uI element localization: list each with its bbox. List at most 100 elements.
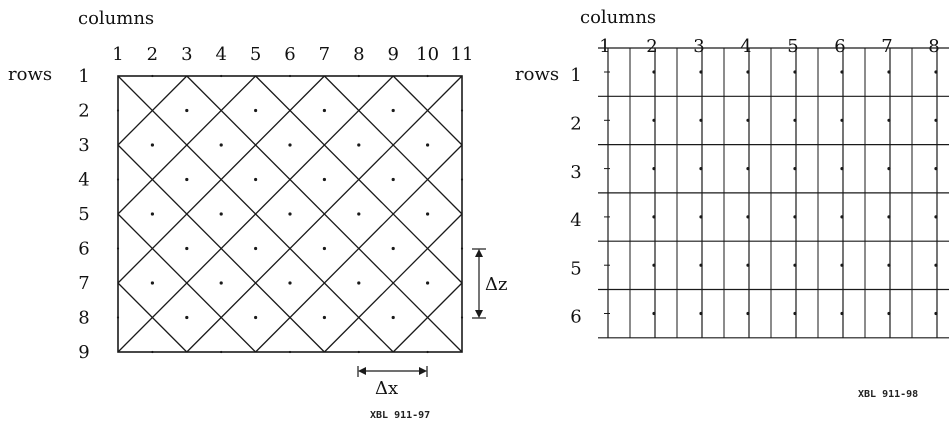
dz-arrow-up-icon	[475, 249, 483, 257]
cell-center-dot	[887, 263, 891, 267]
cell-center-dot	[151, 350, 154, 354]
left-row-label: 3	[78, 135, 89, 156]
cell-center-dot	[699, 118, 703, 122]
cell-center-dot	[322, 177, 326, 182]
cell-center-dot	[288, 350, 292, 354]
right-column-label: 3	[693, 36, 704, 57]
cell-center-dot	[116, 247, 120, 250]
left-cell-center-dots	[116, 74, 464, 354]
cell-center-dot	[254, 315, 258, 320]
right-row-label: 1	[570, 65, 581, 86]
cell-center-dot	[185, 246, 189, 251]
cell-center-dot	[793, 167, 797, 171]
right-row-label: 6	[570, 307, 581, 328]
cell-center-dot	[652, 263, 656, 267]
dx-label: Δx	[375, 378, 398, 399]
cell-center-dot	[254, 246, 258, 251]
cell-center-dot	[322, 315, 326, 320]
cell-center-dot	[150, 281, 154, 285]
cell-center-dot	[357, 212, 361, 216]
right-rectangular-grid-lines	[598, 47, 949, 339]
right-column-label: 2	[646, 36, 657, 57]
cell-center-dot	[391, 108, 395, 113]
cell-center-dot	[793, 215, 797, 219]
cell-center-dot	[426, 74, 429, 78]
cell-center-dot	[185, 108, 189, 113]
left-figure-code: XBL 911-97	[370, 410, 430, 421]
left-row-label: 8	[78, 308, 89, 329]
cell-center-dot	[699, 70, 703, 74]
cell-center-dot	[746, 167, 750, 171]
left-row-label: 4	[78, 170, 89, 191]
cell-center-dot	[746, 215, 750, 219]
cell-center-dot	[460, 247, 464, 250]
left-column-label: 6	[284, 44, 295, 65]
cell-center-dot	[185, 177, 189, 182]
left-column-label: 9	[387, 44, 398, 65]
cell-center-dot	[840, 215, 844, 219]
cell-center-dot	[840, 167, 844, 171]
cell-center-dot	[746, 263, 750, 267]
right-column-label: 4	[740, 36, 751, 57]
left-column-label: 7	[319, 44, 330, 65]
cell-center-dot	[840, 263, 844, 267]
cell-center-dot	[357, 350, 360, 354]
cell-center-dot	[652, 311, 656, 316]
left-row-label: 5	[78, 204, 89, 225]
cell-center-dot	[934, 118, 938, 122]
cell-center-dot	[840, 70, 844, 74]
cell-center-dot	[391, 315, 395, 320]
cell-center-dot	[322, 246, 326, 251]
right-row-label: 4	[570, 210, 581, 231]
dx-dimension-marker: Δx	[357, 366, 428, 399]
cell-center-dot	[357, 74, 360, 78]
right-columns-title: columns	[580, 7, 656, 28]
cell-center-dot	[219, 281, 223, 285]
left-column-label: 3	[181, 44, 192, 65]
left-column-label: 1	[112, 44, 123, 65]
cell-center-dot	[116, 178, 120, 181]
cell-center-dot	[391, 246, 395, 251]
cell-center-dot	[699, 215, 703, 219]
cell-center-dot	[426, 212, 430, 216]
right-column-label: 5	[787, 36, 798, 57]
cell-center-dot	[934, 70, 938, 74]
diagonal-line	[255, 144, 463, 353]
cell-center-dot	[699, 311, 703, 316]
diagonal-line	[117, 75, 188, 146]
diagonal-line	[117, 75, 257, 215]
cell-center-dot	[219, 143, 223, 147]
cell-center-dot	[460, 178, 464, 181]
cell-center-dot	[220, 74, 223, 78]
cell-center-dot	[460, 109, 464, 112]
cell-center-dot	[934, 167, 938, 171]
cell-center-dot	[185, 315, 189, 320]
left-column-label: 11	[451, 44, 474, 65]
cell-center-dot	[746, 311, 750, 316]
left-column-label: 10	[416, 44, 439, 65]
cell-center-dot	[934, 311, 938, 316]
left-columns-title: columns	[78, 8, 154, 29]
cell-center-dot	[254, 108, 258, 113]
left-row-label: 9	[78, 342, 89, 363]
right-rows-title: rows	[515, 64, 559, 85]
left-row-label: 7	[78, 273, 89, 294]
cell-center-dot	[652, 118, 656, 122]
right-column-label: 7	[881, 36, 892, 57]
cell-center-dot	[934, 263, 938, 267]
cell-center-dot	[887, 167, 891, 171]
left-column-label: 8	[353, 44, 364, 65]
diagonal-line	[392, 282, 463, 353]
diagonal-line	[323, 213, 463, 353]
left-row-label: 6	[78, 239, 89, 260]
cell-center-dot	[219, 212, 223, 216]
cell-center-dot	[357, 143, 361, 147]
left-column-label: 4	[215, 44, 226, 65]
right-row-label: 3	[570, 162, 581, 183]
cell-center-dot	[288, 74, 292, 78]
